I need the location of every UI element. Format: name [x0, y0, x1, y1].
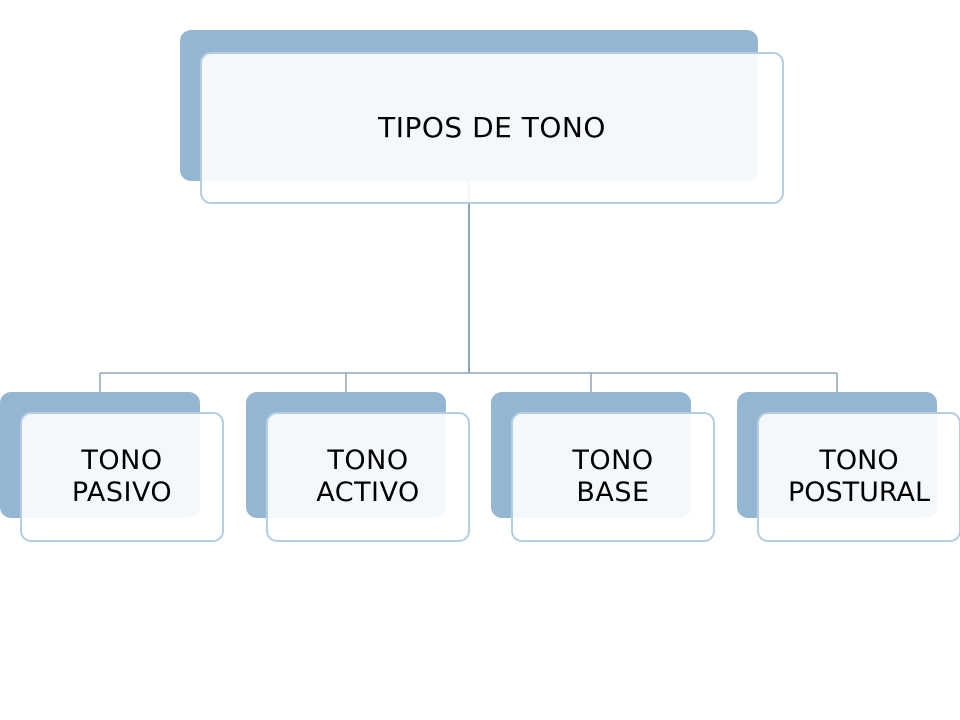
root-node-tipos-de-tono: TIPOS DE TONO	[180, 30, 784, 204]
child-node-tono-postural: TONO POSTURAL	[737, 392, 960, 542]
child-node-label: TONO BASE	[572, 445, 654, 508]
child-node-label: TONO PASIVO	[71, 445, 173, 508]
child-node-label: TONO POSTURAL	[787, 445, 931, 508]
root-node-front-card: TIPOS DE TONO	[200, 52, 784, 204]
child-node-tono-activo: TONO ACTIVO	[246, 392, 470, 542]
child-node-front-card: TONO ACTIVO	[266, 412, 470, 542]
child-node-tono-pasivo: TONO PASIVO	[0, 392, 224, 542]
child-node-front-card: TONO POSTURAL	[757, 412, 960, 542]
root-node-label: TIPOS DE TONO	[378, 110, 606, 144]
child-node-tono-base: TONO BASE	[491, 392, 715, 542]
child-node-front-card: TONO BASE	[511, 412, 715, 542]
child-node-front-card: TONO PASIVO	[20, 412, 224, 542]
child-node-label: TONO ACTIVO	[316, 445, 420, 508]
